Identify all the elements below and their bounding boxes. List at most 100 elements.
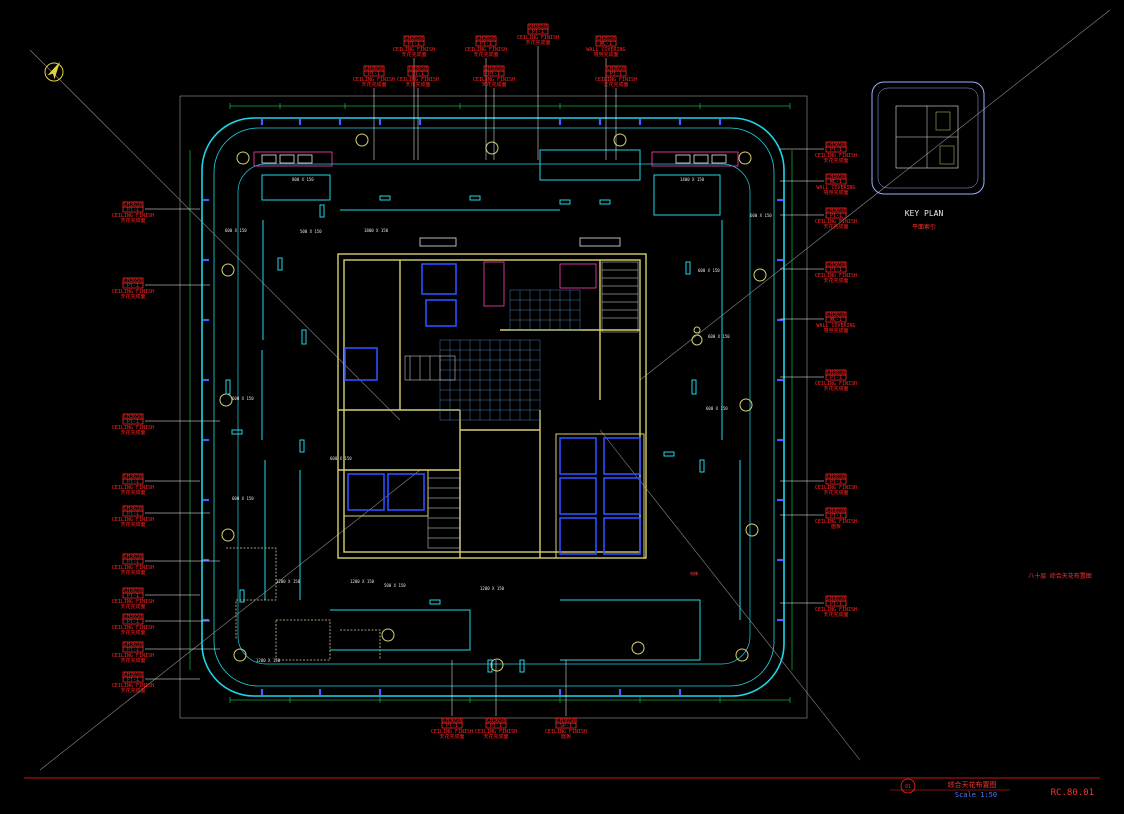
core-tile-grid: [439, 289, 581, 421]
svg-text:800 X 150: 800 X 150: [292, 177, 314, 182]
tag-type-box: [825, 316, 847, 323]
svg-text:600 X 150: 600 X 150: [232, 396, 254, 401]
tag-code: CH3650: [365, 66, 383, 72]
tag-type: PT-1: [127, 559, 139, 565]
tag-code: CH3650: [124, 202, 142, 208]
tag-cn: 天花完成面: [525, 39, 550, 46]
tag-type-box: [605, 70, 627, 77]
tag-code: CH3650: [124, 554, 142, 560]
tag-type-box: [825, 600, 847, 607]
tag-cn: 天花完成面: [481, 81, 506, 88]
tag-type-box: [441, 722, 463, 729]
svg-text:600 X 150: 600 X 150: [708, 334, 730, 339]
ceiling-zone-boundary: [237, 163, 751, 665]
svg-text:600 X 150: 600 X 150: [232, 496, 254, 501]
svg-text:600 X 150: 600 X 150: [225, 228, 247, 233]
drawing-number: 01: [905, 784, 911, 790]
tag-cn: 天花完成面: [120, 293, 145, 300]
tag-code: CH3650: [124, 642, 142, 648]
tag-cn: 墙身完成面: [823, 189, 848, 196]
tag-note: CEILING FINISH: [112, 517, 154, 523]
tag-type-box: [363, 70, 385, 77]
tag-type-box: [825, 178, 847, 185]
svg-text:1400 X 150: 1400 X 150: [680, 177, 705, 182]
tag-type: PT-1: [408, 41, 420, 47]
central-core: [337, 253, 647, 559]
tag-type-box: [122, 558, 144, 565]
tag-type: PT-1: [127, 677, 139, 683]
tag-type-box: [407, 70, 429, 77]
tag-type-box: [825, 512, 847, 519]
tag-code: CH3650: [827, 508, 845, 514]
tag-cn: 天花完成面: [823, 277, 848, 284]
svg-text:600 X 150: 600 X 150: [750, 213, 772, 218]
tag-note: CEILING FINISH: [112, 653, 154, 659]
title-block: 01 综合天花布置图 Scale 1:50 RC.80.01: [890, 778, 1094, 799]
svg-text:600 X 150: 600 X 150: [706, 406, 728, 411]
tag-code: CH3650: [827, 208, 845, 214]
tag-note: CEILING FINISH: [815, 219, 857, 225]
tag-type-box: [122, 282, 144, 289]
tag-code: CH3650: [477, 36, 495, 42]
tag-note: CEILING FINISH: [112, 599, 154, 605]
partitions: [226, 547, 381, 661]
svg-text:500 X 150: 500 X 150: [384, 583, 406, 588]
tag-cn: 天花完成面: [603, 81, 628, 88]
tag-cn: 天花完成面: [473, 51, 498, 58]
tag-cn: 墙身完成面: [593, 51, 618, 58]
tag-note: CEILING FINISH: [815, 607, 857, 613]
tag-code: CH3650: [124, 614, 142, 620]
tag-type-box: [825, 266, 847, 273]
svg-text:1200 X 150: 1200 X 150: [350, 579, 375, 584]
tag-code: CH3650: [124, 506, 142, 512]
tag-type-box: [122, 676, 144, 683]
tag-type: PT-1: [127, 479, 139, 485]
svg-text:1200 X 150: 1200 X 150: [480, 586, 505, 591]
drawing-number-circle: [900, 778, 916, 794]
floor-label: 八十层 综合天花布置图: [1028, 572, 1092, 580]
tag-type-box: [475, 40, 497, 47]
svg-text:1200 X 150: 1200 X 150: [256, 658, 281, 663]
tag-type: PT-1: [127, 207, 139, 213]
tag-type-box: [595, 40, 617, 47]
tag-type: PT-1: [830, 601, 842, 607]
tag-cn: 天花完成面: [401, 51, 426, 58]
tag-type: PT-1: [127, 419, 139, 425]
tag-note: CEILING FINISH: [815, 273, 857, 279]
key-plan-subtitle: 平面索引: [912, 223, 936, 231]
tag-note: CEILING FINISH: [815, 485, 857, 491]
elevator-shafts: [343, 433, 645, 559]
tag-type: PT-1: [127, 511, 139, 517]
tag-code: CH3650: [409, 66, 427, 72]
tag-type: PT-1: [368, 71, 380, 77]
tag-type-box: [527, 28, 549, 35]
tag-cn: 天花完成面: [120, 569, 145, 576]
tag-type: PT-1: [830, 375, 842, 381]
stairs: [404, 261, 639, 549]
tag-cn: 天花完成面: [823, 157, 848, 164]
tag-type-box: [122, 592, 144, 599]
tag-note: CEILING FINISH: [473, 77, 515, 83]
tag-code: CH3650: [124, 672, 142, 678]
tag-cn: 墙身完成面: [823, 327, 848, 334]
tag-note: CEILING FINISH: [112, 565, 154, 571]
ductwork: [483, 261, 597, 307]
tag-code: CH3650: [827, 312, 845, 318]
drawing-title: 综合天花布置图: [948, 780, 997, 789]
tag-type: PT-1: [830, 513, 842, 519]
tag-note: CEILING FINISH: [112, 625, 154, 631]
